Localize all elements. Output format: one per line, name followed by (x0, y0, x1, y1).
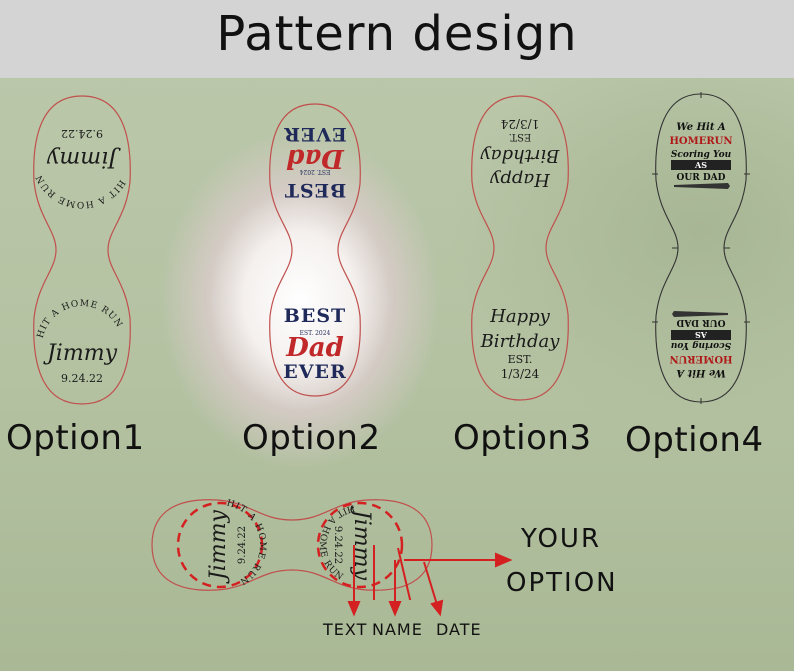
option4-top-l2: HOMERUN (669, 136, 732, 147)
your-option-line1: YOUR (521, 524, 602, 554)
option3-top-happy: Happy (489, 169, 550, 190)
option1-top-arc-text: HIT A HOME RUN (34, 172, 126, 209)
date-arrowhead-icon (430, 599, 444, 617)
option4-top-bat-icon (674, 183, 730, 189)
option2-bottom-est: EST. 2024 (300, 330, 331, 337)
date-arrow (397, 547, 412, 600)
page-title: Pattern design (216, 6, 578, 62)
option1-top-date: 9.24.22 (61, 127, 103, 140)
title-bar: Pattern design (0, 0, 794, 78)
option4-bottom-l3: Scoring You (670, 340, 731, 350)
option4-bottom-l2: HOMERUN (669, 353, 732, 364)
option4-ticks (652, 92, 750, 404)
left-dashed-circle (176, 501, 264, 589)
option3-pattern: Happy Birthday EST. 1/3/24 Happy Birthda… (471, 95, 569, 401)
option4-bottom-bat-icon (672, 311, 728, 317)
date-label: DATE (436, 620, 482, 639)
option3-bottom-date: 1/3/24 (501, 367, 540, 381)
option2-top-best: BEST (284, 179, 346, 201)
option4-top-l5: OUR DAD (677, 173, 726, 183)
option2-bottom-dad: Dad (285, 333, 344, 363)
option3-bottom-birthday: Birthday (480, 331, 561, 352)
option1-label: Option1 (6, 418, 145, 458)
option4-top-l3: Scoring You (671, 150, 732, 160)
your-option-outline (151, 499, 433, 591)
option3-bottom-happy: Happy (489, 306, 550, 327)
annotation-arrows (347, 552, 513, 617)
option4-bottom-l4: AS (695, 330, 708, 340)
option1-top-name: Jimmy (46, 146, 121, 171)
right-date: 9.24.22 (332, 526, 343, 564)
option2-top-dad: Dad (286, 143, 345, 173)
left-name: Jimmy (206, 509, 231, 584)
option2-pattern: BEST EST. 2024 Dad EVER BEST EST. 2024 D… (269, 103, 361, 397)
name-arrowhead-icon (388, 601, 402, 617)
option1-bottom-arc-text: HIT A HOME RUN (36, 299, 124, 340)
option1-outline (33, 95, 131, 405)
option2-outline (269, 103, 361, 397)
option3-top-est: EST. (509, 131, 532, 142)
option2-bottom-ever: EVER (283, 361, 347, 383)
option3-outline (471, 95, 569, 401)
your-option-pattern: HIT A HOME RUN Jimmy 9.24.22 HIT A HOME … (151, 498, 442, 600)
option2-bottom-best: BEST (284, 305, 346, 327)
option4-top-l1: We Hit A (676, 122, 726, 133)
option2-label: Option2 (242, 418, 381, 458)
option3-bottom-est: EST. (508, 353, 533, 366)
left-date: 9.24.22 (237, 526, 248, 564)
option3-label: Option3 (453, 418, 592, 458)
option1-pattern: HIT A HOME RUN Jimmy 9.24.22 HIT A HOME … (33, 95, 131, 405)
option4-bottom-l1: We Hit A (676, 367, 726, 378)
text-label: TEXT (323, 620, 368, 639)
option4-bottom-l5: OUR DAD (676, 317, 725, 327)
option2-top-ever: EVER (283, 123, 347, 145)
option4-bottom-bar (671, 330, 731, 340)
option4-top-bar (671, 160, 731, 170)
right-dashed-circle (316, 501, 404, 589)
option4-label: Option4 (625, 420, 764, 460)
option3-top-birthday: Birthday (480, 145, 561, 166)
option4-pattern: We Hit A HOMERUN Scoring You AS OUR DAD … (652, 92, 750, 404)
name-label: NAME (372, 620, 423, 639)
your-option-arrowhead-icon (495, 552, 513, 568)
text-arrowhead-icon (347, 601, 361, 617)
option4-top-l4: AS (694, 160, 707, 170)
your-option-line2: OPTION (506, 568, 618, 598)
option1-bottom-name: Jimmy (43, 341, 118, 366)
option1-bottom-date: 9.24.22 (61, 372, 103, 385)
option3-top-date: 1/3/24 (500, 117, 539, 131)
option2-top-est: EST. 2024 (299, 168, 330, 175)
